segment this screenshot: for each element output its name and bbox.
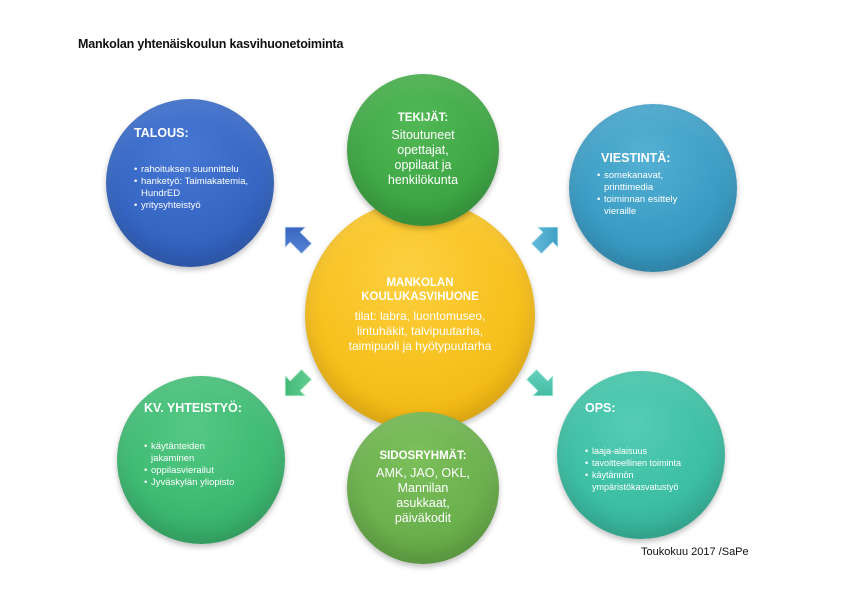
- arrow-to-viestinta-icon: [530, 226, 559, 255]
- kv-list: käytänteiden jakaminen oppilasvierailut …: [144, 441, 274, 489]
- ops-item: laaja-alaisuus: [585, 445, 720, 457]
- arrow-to-ops-icon: [525, 368, 554, 397]
- talous-list: rahoituksen suunnittelu hanketyö: Taimia…: [134, 164, 264, 212]
- arrow-to-kv-icon: [284, 368, 313, 397]
- page-title: Mankolan yhtenäiskoulun kasvihuonetoimin…: [78, 37, 344, 51]
- viestinta-heading: VIESTINTÄ:: [601, 151, 671, 165]
- sidosryhmat-body: AMK, JAO, OKL, Mannilan asukkaat, päiväk…: [376, 466, 470, 525]
- ops-list: laaja-alaisuus tavoitteellinen toiminta …: [585, 445, 720, 493]
- tekijat-circle: TEKIJÄT: Sitoutuneet opettajat, oppilaat…: [347, 74, 499, 226]
- kv-item: käytänteiden jakaminen: [144, 441, 231, 465]
- sidosryhmat-heading: SIDOSRYHMÄT:: [379, 450, 467, 462]
- talous-heading: TALOUS:: [134, 126, 189, 140]
- viestinta-item: toiminnan esittely vieraille: [597, 194, 707, 218]
- ops-item: tavoitteellinen toiminta: [585, 457, 720, 469]
- ops-item: käytännön ympäristökasvatustyö: [585, 469, 702, 493]
- arrow-to-talous-icon: [284, 226, 313, 255]
- kv-item: Jyväskylän yliopisto: [144, 477, 274, 489]
- viestinta-circle: VIESTINTÄ: somekanavat, printtimedia toi…: [569, 104, 737, 272]
- viestinta-item: somekanavat, printtimedia: [597, 170, 707, 194]
- talous-item: yritysyhteistyö: [134, 200, 264, 212]
- talous-item: rahoituksen suunnittelu: [134, 164, 264, 176]
- talous-item: hanketyö: Taimiakatemia, HundrED: [134, 176, 264, 200]
- sidosryhmat-circle: SIDOSRYHMÄT: AMK, JAO, OKL, Mannilan asu…: [347, 412, 499, 564]
- talous-circle: TALOUS: rahoituksen suunnittelu hanketyö…: [106, 99, 274, 267]
- kv-item: oppilasvierailut: [144, 465, 274, 477]
- ops-heading: OPS:: [585, 401, 616, 415]
- center-heading-line1: MANKOLAN: [386, 277, 454, 289]
- footer-date-author: Toukokuu 2017 /SaPe: [641, 546, 749, 558]
- ops-circle: OPS: laaja-alaisuus tavoitteellinen toim…: [557, 371, 725, 539]
- center-body: tilat: labra, luontomuseo, lintuhäkit, t…: [348, 309, 492, 353]
- viestinta-list: somekanavat, printtimedia toiminnan esit…: [597, 170, 707, 218]
- tekijat-heading: TEKIJÄT:: [397, 112, 449, 124]
- tekijat-body: Sitoutuneet opettajat, oppilaat ja henki…: [387, 128, 459, 187]
- center-heading-line2: KOULUKASVIHUONE: [361, 291, 479, 303]
- kv-circle: KV. YHTEISTYÖ: käytänteiden jakaminen op…: [117, 376, 285, 544]
- kv-heading: KV. YHTEISTYÖ:: [144, 401, 242, 415]
- center-circle: MANKOLAN KOULUKASVIHUONE tilat: labra, l…: [305, 200, 535, 430]
